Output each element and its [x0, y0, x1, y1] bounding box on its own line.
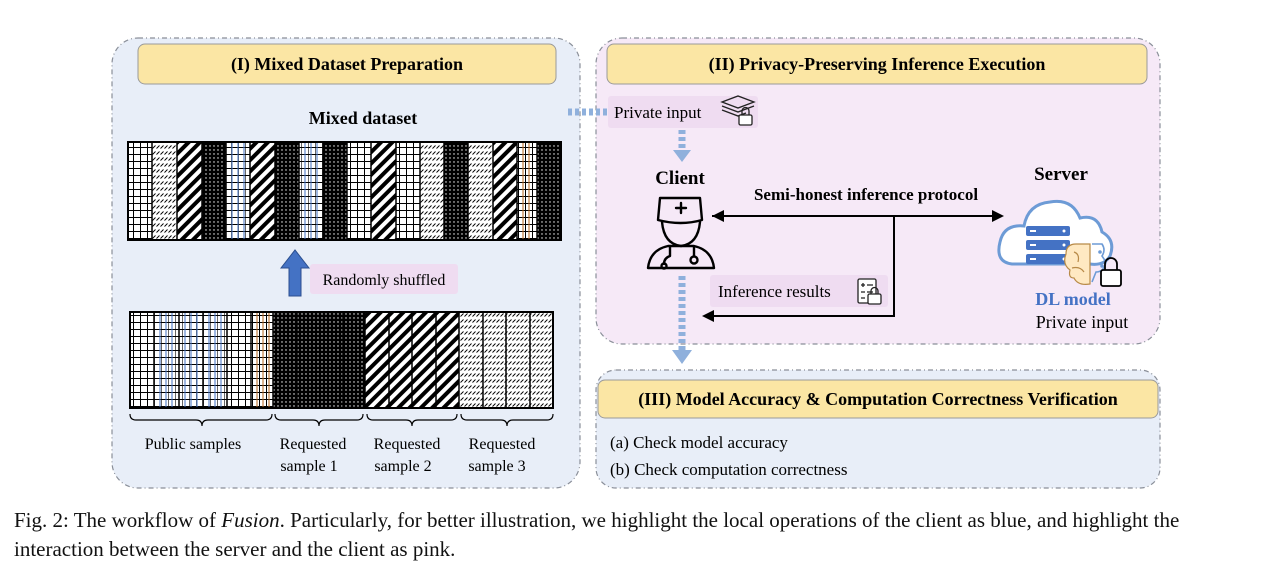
group-label-requested-2-line2: sample 2 — [374, 458, 431, 475]
sample-cell — [177, 142, 202, 240]
sample-cell — [250, 142, 275, 240]
caption-emphasis: Fusion — [221, 508, 280, 532]
panel-title-inference: (II) Privacy-Preserving Inference Execut… — [709, 54, 1046, 75]
sample-cell — [227, 312, 251, 408]
sample-cell — [537, 142, 561, 240]
mixed-dataset-label: Mixed dataset — [309, 108, 417, 128]
private-input-box — [608, 96, 758, 128]
sample-cell — [396, 142, 420, 240]
inference-results-box — [710, 275, 888, 307]
sample-cell — [130, 312, 154, 408]
group-label-requested-3-line2: sample 3 — [468, 458, 525, 475]
panel-title-dataset: (I) Mixed Dataset Preparation — [231, 54, 463, 75]
group-label-requested-1: Requested — [280, 436, 347, 453]
sample-cell — [468, 142, 493, 240]
sample-cell — [251, 312, 273, 408]
ordered-dataset-strip — [129, 311, 554, 409]
group-label-public: Public samples — [145, 436, 241, 453]
sample-cell — [202, 142, 226, 240]
sample-cell — [371, 142, 396, 240]
verification-item-correctness: (b) Check computation correctness — [610, 460, 847, 479]
verification-item-accuracy: (a) Check model accuracy — [610, 433, 788, 452]
shuffle-label: Randomly shuffled — [323, 272, 446, 289]
protocol-label: Semi-honest inference protocol — [754, 185, 978, 204]
mixed-dataset-strip — [127, 141, 562, 241]
group-label-requested-1-line2: sample 1 — [280, 458, 337, 475]
dl-model-label: DL model — [1035, 289, 1111, 309]
sample-cell — [323, 142, 347, 240]
sample-cell — [347, 142, 371, 240]
sample-cell — [517, 142, 537, 240]
sample-cell — [420, 142, 444, 240]
sample-cell — [493, 142, 517, 240]
sample-cell — [152, 142, 177, 240]
figure-caption: Fig. 2: The workflow of Fusion. Particul… — [14, 506, 1264, 564]
panel-title-verification: (III) Model Accuracy & Computation Corre… — [638, 389, 1118, 410]
private-input-label: Private input — [614, 103, 702, 122]
results-document-lock-icon — [857, 278, 882, 305]
title-box-verification — [597, 379, 1159, 419]
shuffle-label-box — [310, 264, 458, 294]
sample-cell — [275, 142, 299, 240]
model-lock-icon — [1100, 257, 1122, 287]
server-label: Server — [1034, 164, 1088, 185]
results-return-line — [708, 216, 895, 317]
brain-model-icon — [1064, 243, 1107, 285]
model-private-input-label: Private input — [1036, 312, 1129, 332]
sample-cell — [273, 312, 365, 408]
inference-results-label: Inference results — [718, 282, 831, 301]
caption-prefix: Fig. 2: The workflow of — [14, 508, 222, 532]
workflow-diagram: (I) Mixed Dataset Preparation (II) Priva… — [111, 37, 1161, 489]
group-braces — [129, 413, 554, 427]
sample-cell — [444, 142, 468, 240]
client-label: Client — [655, 168, 705, 189]
sample-cell — [128, 142, 152, 240]
group-label-requested-3: Requested — [469, 436, 536, 453]
title-box-inference — [606, 43, 1148, 85]
doctor-icon — [646, 196, 716, 270]
cloud-server-icon — [997, 199, 1114, 266]
stacked-data-lock-icon — [720, 95, 756, 126]
title-box-dataset — [137, 43, 557, 85]
caption-suffix: . Particularly, for better illustration,… — [14, 508, 1180, 561]
shuffle-arrow-icon — [279, 249, 311, 297]
group-label-requested-2: Requested — [374, 436, 441, 453]
